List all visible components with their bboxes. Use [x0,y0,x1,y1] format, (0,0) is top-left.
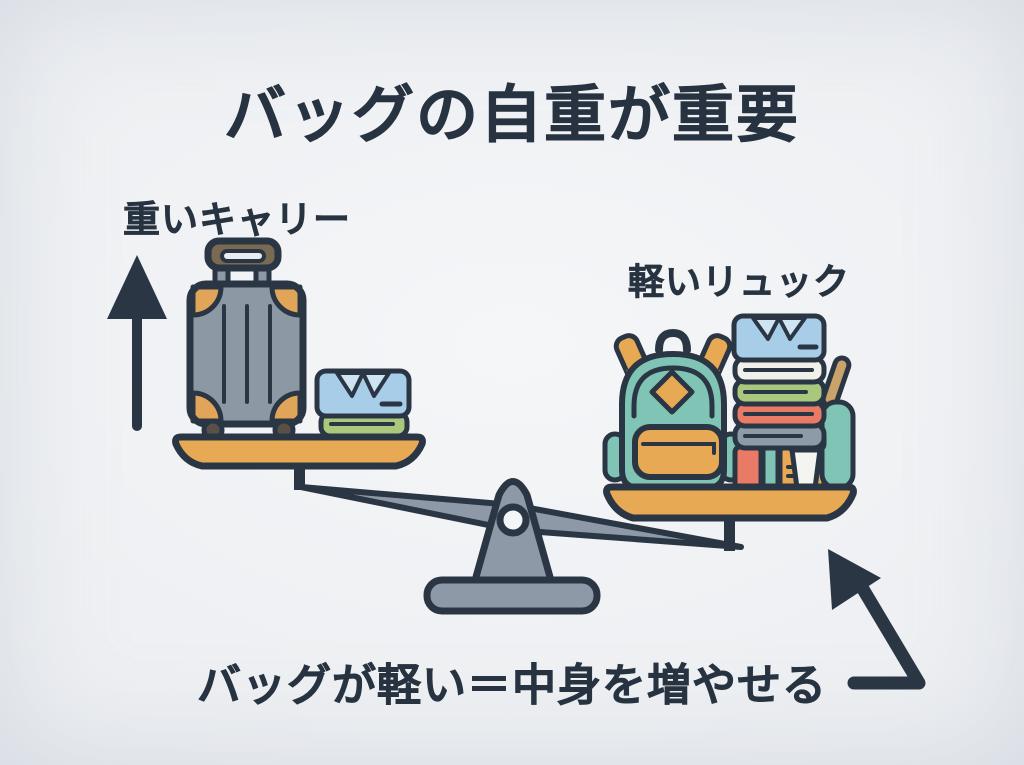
suitcase-icon [186,237,307,442]
bottle-icon [819,355,856,491]
bottom-caption: バッグが軽い＝中身を増やせる [197,661,827,711]
folded-shirt-stack-icon [314,368,412,439]
left-pan [172,433,426,470]
right-pan-stem [724,508,735,551]
left-pan-label: 重いキャリー [123,199,351,241]
right-pan [603,483,857,522]
folded-clothes-stack-icon [731,313,827,451]
backpack-icon [602,328,744,491]
bent-up-left-arrow-icon [828,549,926,690]
up-arrow-icon [107,255,167,431]
base-plinth [423,576,601,615]
page-title: バッグの自重が重要 [223,81,801,151]
balance-scale-icon [294,455,744,615]
right-pan-label: 軽いリュック [628,261,851,303]
left-pan-stem [294,455,305,490]
pivot-hole [496,503,530,537]
